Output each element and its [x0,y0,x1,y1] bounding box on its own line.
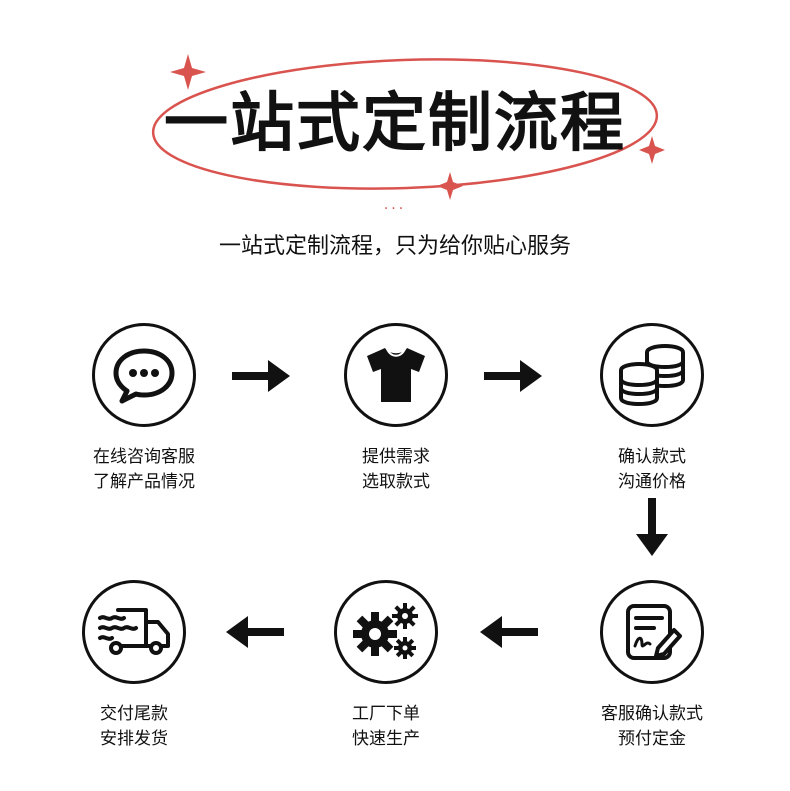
step-label-line2: 选取款式 [362,472,430,492]
step-circle [600,323,704,427]
arrow-right-icon [232,360,290,392]
dots-divider: ... [383,197,407,213]
gears-icon [353,603,418,659]
step-label-line1: 提供需求 [362,447,430,467]
step-label-line1: 交付尾款 [100,704,168,724]
page-title: 一站式定制流程 [164,87,626,161]
step-label-line1: 在线咨询客服 [93,447,195,467]
step-circle [82,580,186,684]
sparkle-icon [437,172,463,200]
arrow-down-icon [636,498,668,556]
step-label-line2: 了解产品情况 [93,472,195,492]
step-shipping: 交付尾款 安排发货 [54,580,214,752]
step-label-line1: 工厂下单 [352,704,420,724]
step-label-line2: 预付定金 [618,729,686,749]
contract-sign-icon [626,604,682,660]
title-ellipse-decoration [151,54,665,200]
arrow-left-icon [226,616,284,648]
step-circle [344,323,448,427]
arrow-left-icon [480,616,538,648]
step-circle [600,580,704,684]
sparkle-icon [639,136,665,164]
step-deposit: 客服确认款式 预付定金 [572,580,732,752]
page-subtitle: 一站式定制流程，只为给你贴心服务 [218,234,571,259]
coins-icon [619,344,685,407]
arrow-right-icon [484,360,542,392]
step-requirements: 提供需求 选取款式 [316,323,476,495]
tshirt-icon [367,348,425,402]
step-label-line2: 快速生产 [352,729,420,749]
sparkle-icon [170,54,206,90]
step-circle [334,580,438,684]
step-consult: 在线咨询客服 了解产品情况 [64,323,224,495]
step-label-line1: 确认款式 [618,447,686,467]
step-confirm-price: 确认款式 沟通价格 [572,323,732,495]
step-label-line2: 沟通价格 [618,472,686,492]
step-label-line2: 安排发货 [100,729,168,749]
step-circle [92,323,196,427]
delivery-truck-icon [98,608,170,655]
step-production: 工厂下单 快速生产 [306,580,466,752]
chat-bubble-icon [113,348,175,404]
step-label-line1: 客服确认款式 [601,704,703,724]
